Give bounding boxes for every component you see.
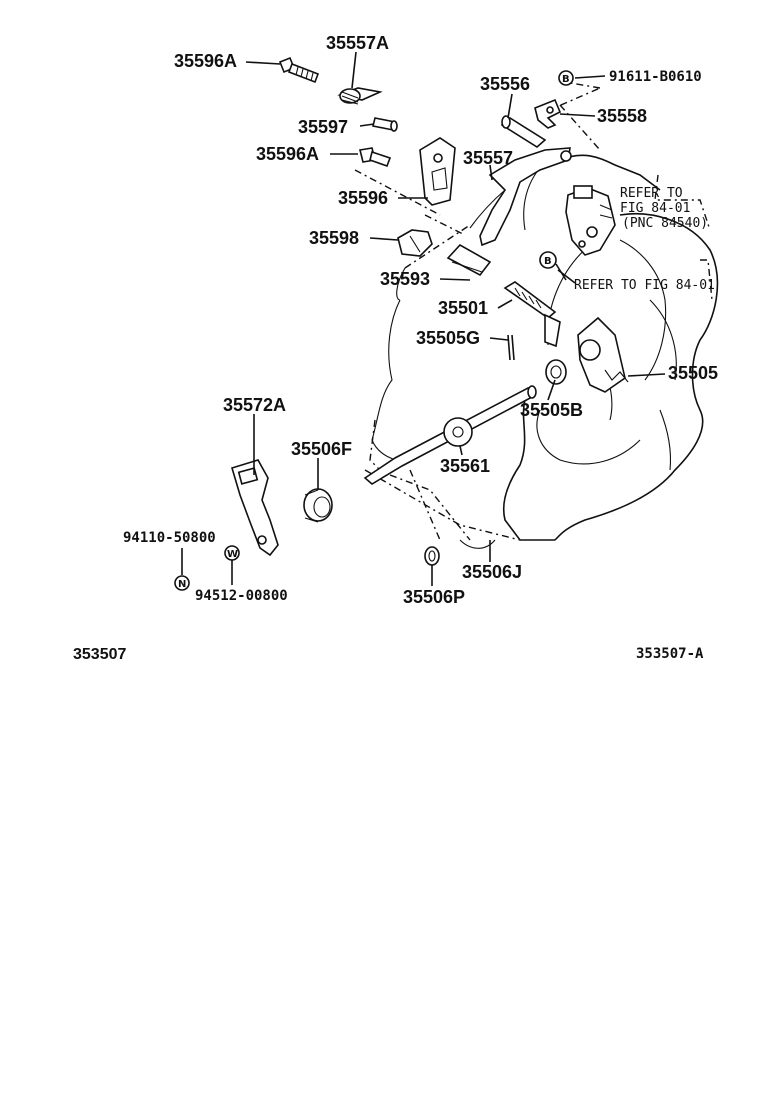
label-35501: 35501 [438,298,488,318]
manual-shaft-icon [363,385,537,485]
svg-text:B: B [562,74,570,85]
label-35597: 35597 [298,117,348,137]
label-35596A-mid: 35596A [256,144,319,164]
clip-icon [534,98,562,129]
label-35598: 35598 [309,228,359,248]
bolt-mid-icon [359,147,392,168]
collar-icon [545,359,567,385]
label-35556: 35556 [480,74,530,94]
svg-text:W: W [227,549,238,560]
refer-note-line3: (PNC 84540) [622,216,708,231]
transmission-housing-outline [371,154,719,549]
refer-note-line1: REFER TO [620,186,683,201]
cushion-icon [397,229,433,257]
sensor-switch-icon [565,185,616,256]
label-35596: 35596 [338,188,388,208]
pin-icon [372,117,398,132]
refer-note-line2: FIG 84-01 [620,201,690,216]
label-35561: 35561 [440,456,490,476]
refer-note-b: REFER TO FIG 84-01 [574,278,715,293]
label-35572A: 35572A [223,395,286,415]
figure-ref: 353507 [73,646,126,663]
label-94512-00800: 94512-00800 [195,588,288,604]
shaft-icon [500,115,547,148]
bracket-icon [419,137,456,206]
lever-icon [479,147,572,247]
symbol-b-top: B [558,70,574,86]
spring-icon [337,87,383,105]
o-ring-icon [424,546,440,566]
label-35506F: 35506F [291,439,352,459]
sector-plate-icon [577,316,629,393]
bolt-icon [278,56,320,84]
symbol-w: W [224,545,240,561]
oil-seal-icon [303,488,333,523]
label-35505B: 35505B [520,400,583,420]
figure-code: 353507-A [636,646,704,662]
label-35557A: 35557A [326,33,389,53]
label-35558: 35558 [597,106,647,126]
svg-text:N: N [178,579,186,590]
svg-text:B: B [544,256,552,267]
control-lever-icon [231,459,279,557]
label-94110-50800: 94110-50800 [123,530,216,546]
small-pin-icon [507,334,515,361]
label-35506J: 35506J [462,562,522,582]
label-35506P: 35506P [403,587,465,607]
label-35593: 35593 [380,269,430,289]
detent-spring-icon [446,243,492,277]
label-35557: 35557 [463,148,513,168]
symbol-b-ref: B [539,251,567,281]
symbol-n: N [174,575,190,591]
label-35505G: 35505G [416,328,480,348]
label-35505: 35505 [668,363,718,383]
label-91611-B0610: 91611-B0610 [609,69,702,85]
rod-icon [503,281,561,348]
label-35596A-top: 35596A [174,51,237,71]
reference-lines [354,81,713,541]
